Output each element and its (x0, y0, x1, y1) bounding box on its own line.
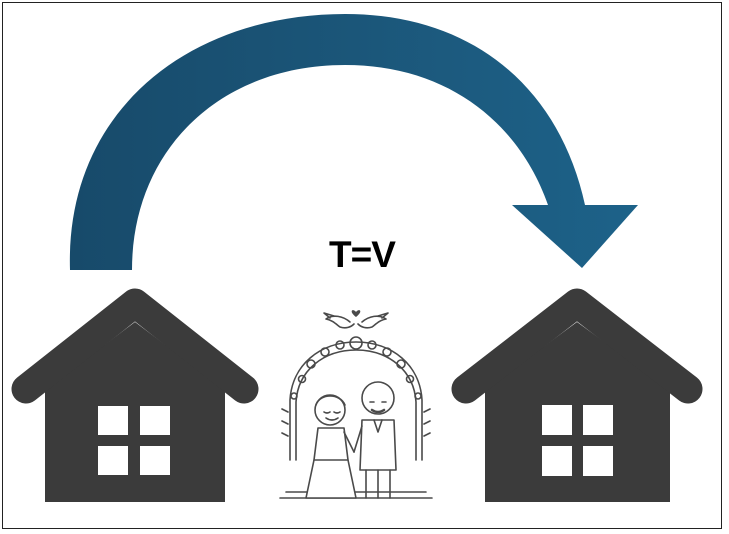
wedding-couple-icon (280, 310, 432, 498)
right-house-icon (466, 303, 688, 502)
left-house-icon (26, 303, 244, 502)
equation-label: T=V (300, 236, 424, 273)
curved-arrow-icon (70, 14, 638, 270)
